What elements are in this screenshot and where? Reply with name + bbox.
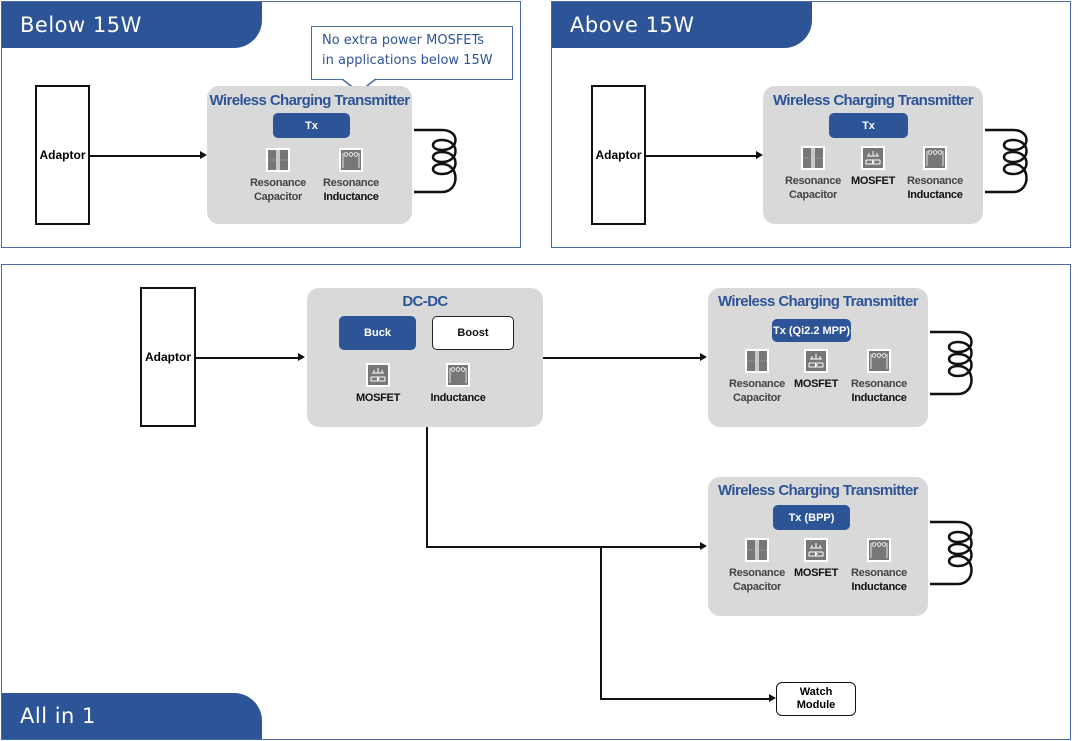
tx-block: Tx [273,113,350,138]
panel-title-above-15w: Above 15W [552,2,812,48]
component-label: Capacitor [732,581,782,593]
connector-line [600,698,770,700]
component-label: Resonance [250,177,306,189]
component-label: Resonance [323,177,379,189]
arrow-head [700,353,707,361]
component-label: Resonance [729,567,785,579]
panel-title-below-15w: Below 15W [2,2,262,48]
component-label: Resonance [729,378,785,390]
component-label: MOSFET [793,378,839,390]
component-label: Inductance [907,189,963,201]
transmitter-title: Wireless Charging Transmitter [772,92,974,109]
transmitter-title: Wireless Charging Transmitter [717,293,919,310]
mosfet-icon [366,363,390,387]
arrow-head [200,151,207,159]
tx-block: Tx [829,113,908,138]
mosfet-icon [804,538,828,562]
capacitor-icon [266,148,290,172]
component-label: Resonance [785,175,841,187]
connector-line [90,155,202,157]
component-mosfet: MOSFET [781,538,851,580]
component-label: Resonance [851,378,907,390]
adaptor-label: Adaptor [145,350,191,364]
dc-dc-title: DC-DC [402,293,448,310]
component-label: MOSFET [850,175,896,187]
component-label: Inductance [851,581,907,593]
tx-block: Tx (Qi2.2 MPP) [772,319,851,342]
capacitor-icon [745,538,769,562]
adaptor-block: Adaptor [35,85,90,225]
component-label: Inductance [430,392,486,404]
adaptor-label: Adaptor [39,148,86,162]
component-label: Capacitor [788,189,838,201]
component-mosfet: MOSFET [781,349,851,391]
mosfet-icon [861,146,885,170]
component-label: Capacitor [732,392,782,404]
adaptor-block: Adaptor [591,85,646,225]
arrow-head [769,694,776,702]
connector-line [646,155,758,157]
connector-line [426,427,428,547]
component-label: MOSFET [355,392,401,404]
adaptor-block: Adaptor [140,287,196,427]
wireless-charging-transmitter-box: Wireless Charging Transmitter Tx (BPP) R… [708,477,928,616]
component-label: Inductance [323,191,379,203]
coil-icon [928,518,978,588]
wireless-charging-transmitter-box: Wireless Charging Transmitter Tx (Qi2.2 … [708,288,928,427]
component-label: Resonance [907,175,963,187]
boost-block: Boost [432,316,514,350]
coil-icon [928,328,978,398]
adaptor-label: Adaptor [595,148,642,162]
connector-line [543,357,701,359]
arrow-head [700,542,707,550]
callout-line-1: No extra power MOSFETs [322,33,485,48]
capacitor-icon [801,146,825,170]
connector-line [426,546,701,548]
watch-label: Module [796,699,836,711]
component-label: MOSFET [793,567,839,579]
component-label: Resonance [851,567,907,579]
tx-block: Tx (BPP) [773,505,850,530]
inductor-icon [339,148,363,172]
dc-dc-box: DC-DC Buck Boost MOSFET Inductance [307,288,543,427]
callout-no-mosfet: No extra power MOSFETs in applications b… [311,26,513,80]
transmitter-title: Wireless Charging Transmitter [209,92,410,109]
capacitor-icon [745,349,769,373]
arrow-head [298,353,305,361]
inductor-icon [923,146,947,170]
wireless-charging-transmitter-box: Wireless Charging Transmitter Tx Resonan… [207,86,412,224]
connector-line [600,546,602,699]
component-label: Capacitor [253,191,303,203]
component-inductance: Inductance [423,363,493,405]
inductor-icon [867,349,891,373]
arrow-head [756,151,763,159]
component-mosfet: MOSFET [343,363,413,405]
component-label: Inductance [851,392,907,404]
coil-icon [412,126,462,196]
component-mosfet: MOSFET [838,146,908,188]
inductor-icon [446,363,470,387]
transmitter-title: Wireless Charging Transmitter [717,482,919,499]
connector-line [196,357,300,359]
watch-label: Watch [799,686,833,698]
mosfet-icon [804,349,828,373]
wireless-charging-transmitter-box: Wireless Charging Transmitter Tx Resonan… [763,86,983,224]
buck-block: Buck [339,316,416,350]
panel-title-all-in-1: All in 1 [2,693,262,739]
coil-icon [983,126,1033,196]
callout-line-2: in applications below 15W [322,53,493,68]
inductor-icon [867,538,891,562]
